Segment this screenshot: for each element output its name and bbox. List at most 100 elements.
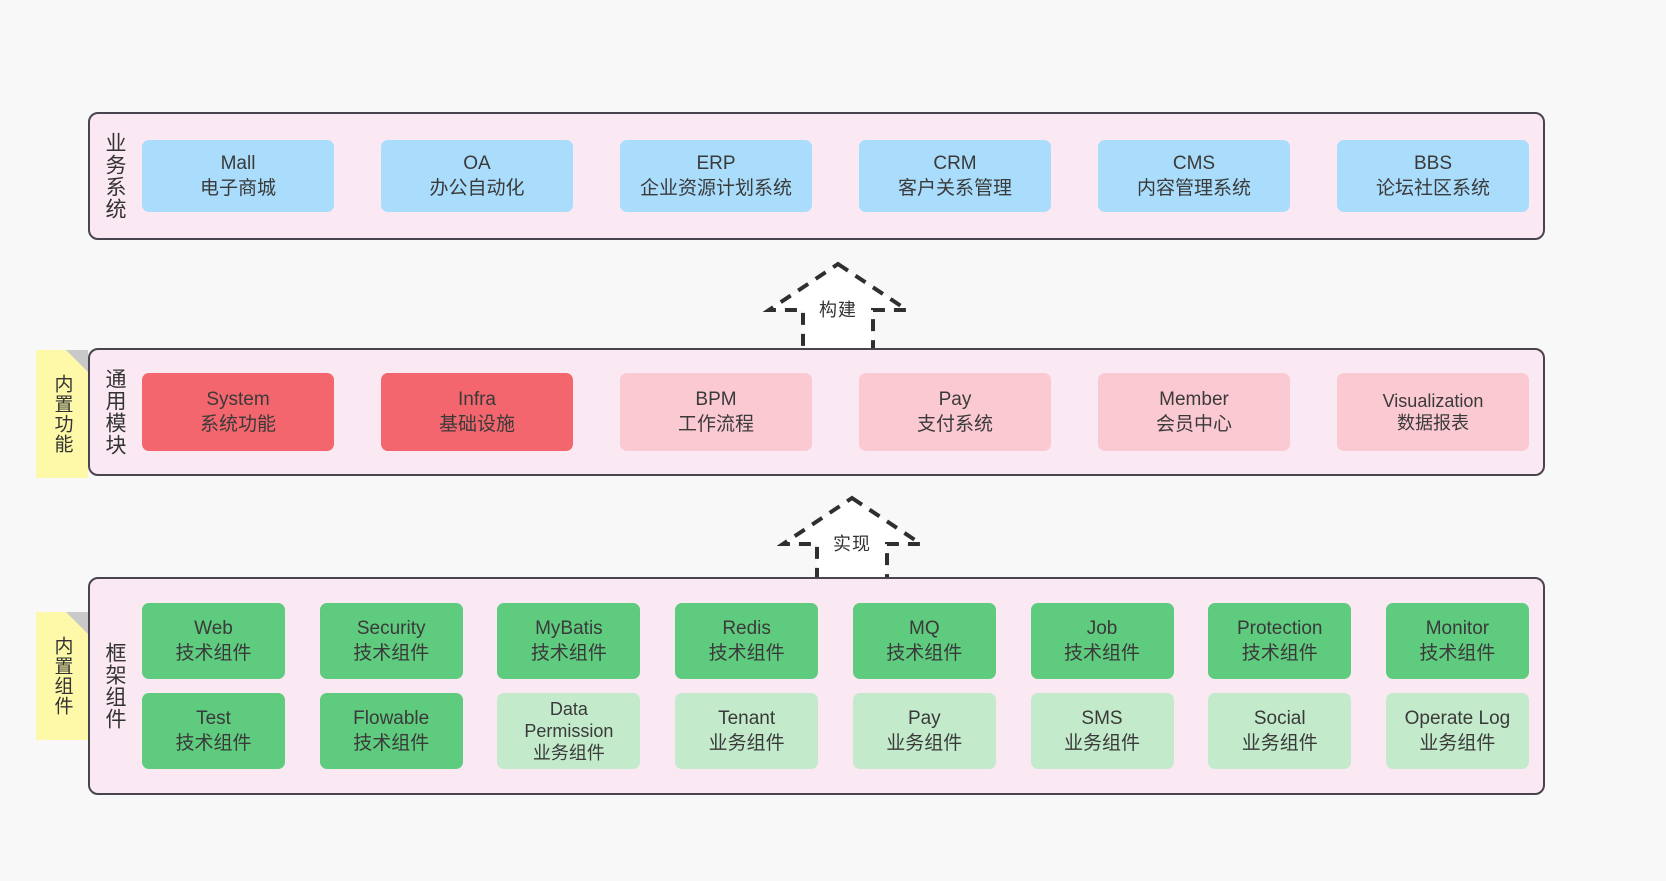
card-subtitle-cn: 业务组件: [708, 733, 785, 754]
framework-card-operate-log[interactable]: Operate Log 业务组件: [1385, 693, 1529, 769]
card-title-en: Test: [196, 707, 231, 729]
card-subtitle-cn: 技术组件: [175, 643, 252, 664]
sticky-note-builtin-components: 内置组件: [36, 612, 88, 740]
card-subtitle-cn: 业务组件: [532, 743, 605, 764]
card-title-en: Data Permission: [524, 698, 614, 741]
card-subtitle-cn: 会员中心: [1155, 414, 1232, 435]
framework-card-redis[interactable]: Redis 技术组件: [675, 603, 819, 679]
module-card-bpm[interactable]: BPM 工作流程: [620, 373, 812, 451]
layer-common-module: 通用模块 System 系统功能 Infra 基础设施 BPM 工作流程 Pay 支付系统 Me…: [88, 348, 1545, 476]
card-subtitle-cn: 电子商城: [199, 178, 276, 199]
card-title-en: BBS: [1413, 152, 1453, 174]
card-title-en: Redis: [722, 617, 771, 639]
module-card-pay[interactable]: Pay 支付系统: [859, 373, 1051, 451]
sticky-fold-corner-icon: [66, 350, 88, 372]
card-subtitle-cn: 数据报表: [1397, 413, 1469, 433]
card-subtitle-cn: 系统功能: [199, 414, 276, 435]
card-subtitle-cn: 技术组件: [886, 643, 963, 664]
framework-card-security[interactable]: Security 技术组件: [319, 603, 463, 679]
layer-common-module-label: 通用模块: [102, 368, 126, 456]
card-subtitle-cn: 技术组件: [1064, 643, 1141, 664]
framework-card-mybatis[interactable]: MyBatis 技术组件: [497, 603, 641, 679]
card-subtitle-cn: 支付系统: [916, 414, 993, 435]
sticky-note-builtin-features: 内置功能: [36, 350, 88, 478]
sticky-note-builtin-components-label: 内置组件: [51, 636, 73, 716]
card-title-en: MyBatis: [535, 617, 603, 639]
card-subtitle-cn: 客户关系管理: [897, 178, 1012, 199]
layer-common-module-body: System 系统功能 Infra 基础设施 BPM 工作流程 Pay 支付系统 Member 会…: [138, 350, 1543, 474]
card-title-en: Protection: [1236, 617, 1323, 639]
layer-framework-component-label: 框架组件: [102, 642, 126, 730]
card-subtitle-cn: 内容管理系统: [1136, 178, 1251, 199]
framework-card-web[interactable]: Web 技术组件: [142, 603, 285, 679]
framework-card-pay[interactable]: Pay 业务组件: [852, 693, 996, 769]
card-subtitle-cn: 业务组件: [1419, 733, 1496, 754]
framework-card-test[interactable]: Test 技术组件: [142, 693, 285, 769]
module-card-system[interactable]: System 系统功能: [142, 373, 334, 451]
sticky-note-builtin-features-label: 内置功能: [51, 374, 73, 454]
card-subtitle-cn: 技术组件: [175, 733, 252, 754]
card-title-en: Infra: [457, 388, 497, 410]
card-subtitle-cn: 技术组件: [708, 643, 785, 664]
card-subtitle-cn: 业务组件: [886, 733, 963, 754]
card-subtitle-cn: 技术组件: [353, 733, 430, 754]
card-title-en: Tenant: [718, 707, 776, 729]
framework-card-mq[interactable]: MQ 技术组件: [852, 603, 996, 679]
card-title-en: Pay: [938, 388, 972, 410]
card-title-en: CRM: [933, 152, 977, 174]
module-card-row: System 系统功能 Infra 基础设施 BPM 工作流程 Pay 支付系统 Member 会…: [142, 373, 1529, 451]
card-title-en: OA: [463, 152, 491, 174]
card-subtitle-cn: 业务组件: [1241, 733, 1318, 754]
sticky-fold-corner-icon: [66, 612, 88, 634]
card-subtitle-cn: 技术组件: [1419, 643, 1496, 664]
card-title-en: ERP: [696, 152, 736, 174]
business-card-cms[interactable]: CMS 内容管理系统: [1098, 140, 1290, 212]
module-card-member[interactable]: Member 会员中心: [1098, 373, 1290, 451]
card-title-en: Web: [194, 617, 233, 639]
card-title-en: Monitor: [1425, 617, 1490, 639]
framework-card-job[interactable]: Job 技术组件: [1030, 603, 1174, 679]
card-title-en: SMS: [1081, 707, 1123, 729]
card-title-en: Operate Log: [1404, 707, 1511, 729]
card-title-en: Flowable: [353, 707, 430, 729]
card-subtitle-cn: 工作流程: [677, 414, 754, 435]
framework-card-protection[interactable]: Protection 技术组件: [1208, 603, 1352, 679]
module-card-infra[interactable]: Infra 基础设施: [381, 373, 573, 451]
framework-card-tenant[interactable]: Tenant 业务组件: [675, 693, 819, 769]
card-title-en: MQ: [909, 617, 940, 639]
card-title-en: Pay: [907, 707, 941, 729]
layer-business-system-label: 业务系统: [102, 132, 126, 220]
card-title-en: Member: [1159, 388, 1229, 410]
card-title-en: CMS: [1172, 152, 1216, 174]
arrow-implement: 实现: [777, 492, 927, 584]
card-subtitle-cn: 基础设施: [438, 414, 515, 435]
card-subtitle-cn: 技术组件: [1241, 643, 1318, 664]
business-card-oa[interactable]: OA 办公自动化: [381, 140, 573, 212]
card-subtitle-cn: 办公自动化: [429, 178, 525, 199]
framework-card-sms[interactable]: SMS 业务组件: [1030, 693, 1174, 769]
business-card-crm[interactable]: CRM 客户关系管理: [859, 140, 1051, 212]
card-title-en: Visualization: [1382, 390, 1484, 411]
card-title-en: Security: [356, 617, 426, 639]
card-subtitle-cn: 技术组件: [353, 643, 430, 664]
framework-card-flowable[interactable]: Flowable 技术组件: [319, 693, 463, 769]
card-subtitle-cn: 技术组件: [530, 643, 607, 664]
card-title-en: Job: [1086, 617, 1118, 639]
card-title-en: BPM: [695, 388, 737, 410]
framework-card-monitor[interactable]: Monitor 技术组件: [1385, 603, 1529, 679]
card-title-en: System: [206, 388, 270, 410]
card-subtitle-cn: 业务组件: [1064, 733, 1141, 754]
